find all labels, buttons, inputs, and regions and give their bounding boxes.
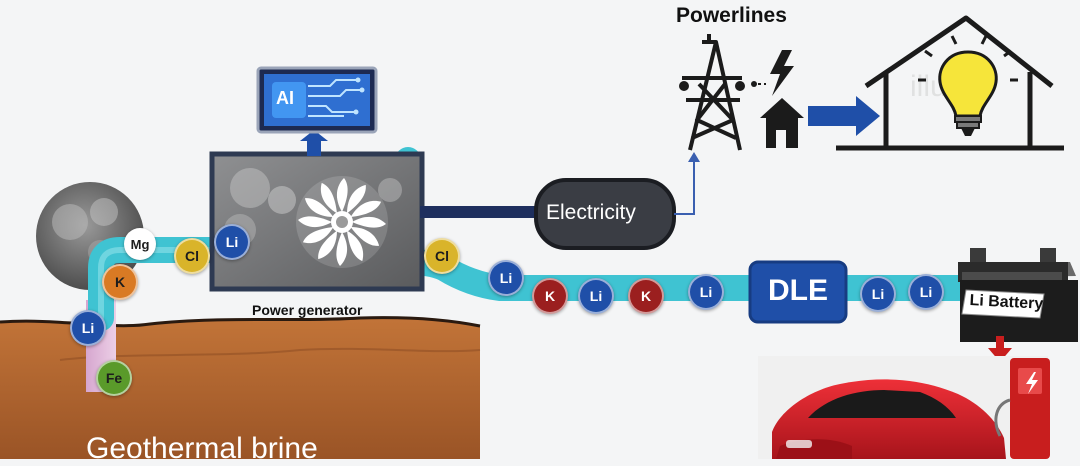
- house-small-icon: [760, 98, 804, 148]
- ion-fe: Fe: [96, 360, 132, 396]
- charging-station-icon: [994, 358, 1050, 459]
- electricity-to-powerlines-line: [674, 160, 695, 215]
- power-generator-label: Power generator: [252, 302, 363, 318]
- ion-cl-2: Cl: [424, 238, 460, 274]
- li-battery-label: Li Battery: [969, 292, 1044, 313]
- ion-li-pipe-3: Li: [688, 274, 724, 310]
- ion-mg: Mg: [124, 228, 156, 260]
- house-outline-icon: [836, 15, 1064, 151]
- electricity-label: Electricity: [546, 201, 636, 224]
- powerlines-title: Powerlines: [676, 4, 787, 27]
- ion-k-pipe-2: K: [628, 278, 664, 314]
- ion-li-pipe-4: Li: [860, 276, 896, 312]
- arrow-to-house: [808, 96, 880, 136]
- dle-box: [748, 260, 848, 324]
- ion-li-well-1: Li: [70, 310, 106, 346]
- ion-li-pipe-5: Li: [908, 274, 944, 310]
- arrow-to-car: [988, 336, 1012, 362]
- ion-li-pipe-1: Li: [488, 260, 524, 296]
- ion-k-pipe-1: K: [532, 278, 568, 314]
- electric-car-icon: [772, 379, 1006, 459]
- ai-monitor-icon: [256, 66, 378, 134]
- lightbulb-icon: [918, 35, 1018, 136]
- generator-electricity-connector: [420, 206, 538, 218]
- car-battery-icon: [958, 248, 1078, 342]
- ion-li-pipe-2: Li: [578, 278, 614, 314]
- lightning-icon: [770, 50, 794, 96]
- arrow-to-ai: [300, 130, 328, 156]
- ai-label: AI: [276, 88, 294, 108]
- geothermal-brine-label: Geothermal brine: [86, 432, 318, 465]
- powerline-tower-icon: [679, 34, 745, 151]
- ion-li-generator: Li: [214, 224, 250, 260]
- ion-k-well: K: [102, 264, 138, 300]
- dle-label: DLE: [768, 274, 828, 307]
- ion-cl-1: Cl: [174, 238, 210, 274]
- turbine-fan-icon: [296, 176, 388, 268]
